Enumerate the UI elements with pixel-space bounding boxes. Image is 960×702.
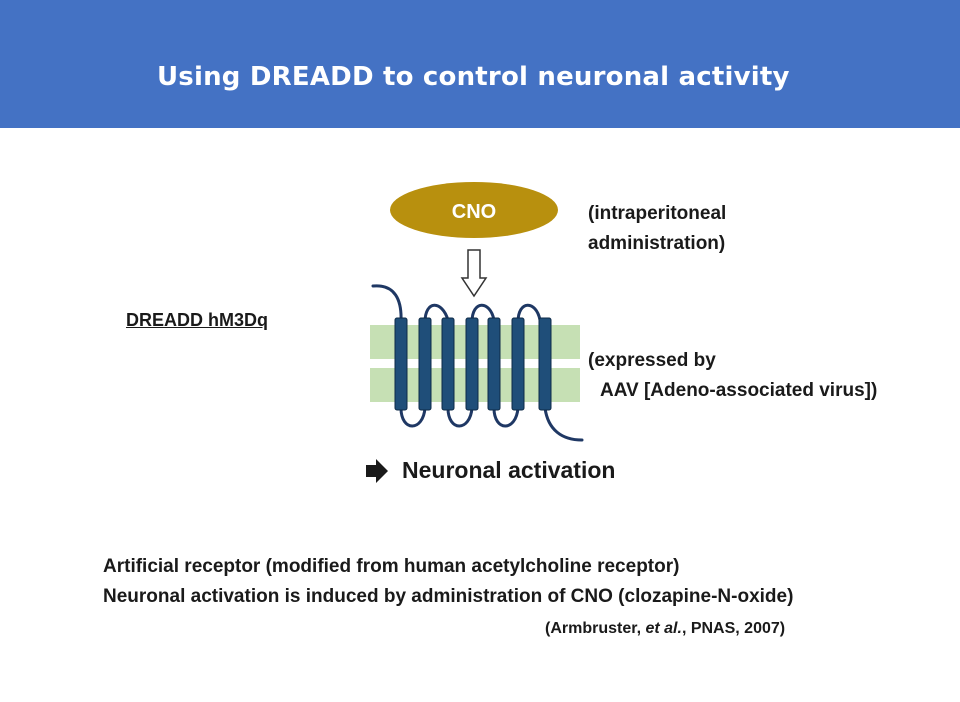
- transmembrane-helices: [394, 317, 552, 411]
- expression-note-line-1: (expressed by: [588, 350, 716, 371]
- n-terminus: [371, 284, 403, 324]
- description-line-1: Artificial receptor (modified from human…: [103, 556, 680, 577]
- receptor-loops: [371, 284, 584, 442]
- loop-extra-1: [423, 303, 450, 324]
- title-bar: Using DREADD to control neuronal activit…: [0, 0, 960, 128]
- tm-helix-3: [441, 317, 455, 411]
- expression-note-line-2: AAV [Adeno-associated virus]): [600, 380, 878, 401]
- loop-extra-2: [470, 303, 496, 324]
- tm-helix-2: [418, 317, 432, 411]
- outcome-label: Neuronal activation: [402, 457, 616, 483]
- outcome-arrow-icon: [366, 459, 388, 483]
- description-line-2: Neuronal activation is induced by admini…: [103, 586, 794, 607]
- tm-helix-1: [394, 317, 408, 411]
- loop-intra-1: [399, 406, 427, 428]
- loop-extra-3: [516, 303, 542, 324]
- receptor-name: DREADD hM3Dq: [126, 310, 268, 330]
- citation-author: (Armbruster,: [545, 620, 646, 637]
- tm-helix-4: [465, 317, 479, 411]
- c-terminus: [543, 406, 584, 442]
- tm-helix-6: [511, 317, 525, 411]
- loop-intra-3: [492, 406, 520, 428]
- tm-helix-7: [538, 317, 552, 411]
- cno-label: CNO: [452, 201, 496, 223]
- expression-note: (expressed by AAV [Adeno-associated viru…: [588, 346, 877, 406]
- citation: (Armbruster, et al., PNAS, 2007): [545, 620, 785, 638]
- tm-helix-5: [487, 317, 501, 411]
- binding-arrow: [460, 249, 488, 298]
- citation-etal: et al.: [645, 620, 682, 637]
- route-note-line-1: (intraperitoneal: [588, 203, 727, 224]
- administration-route-note: (intraperitoneal administration): [588, 199, 726, 259]
- loop-intra-2: [446, 406, 474, 428]
- route-note-line-2: administration): [588, 233, 726, 254]
- citation-source: , PNAS, 2007): [681, 620, 786, 637]
- slide-title: Using DREADD to control neuronal activit…: [157, 62, 790, 92]
- cno-ellipse: [390, 182, 558, 238]
